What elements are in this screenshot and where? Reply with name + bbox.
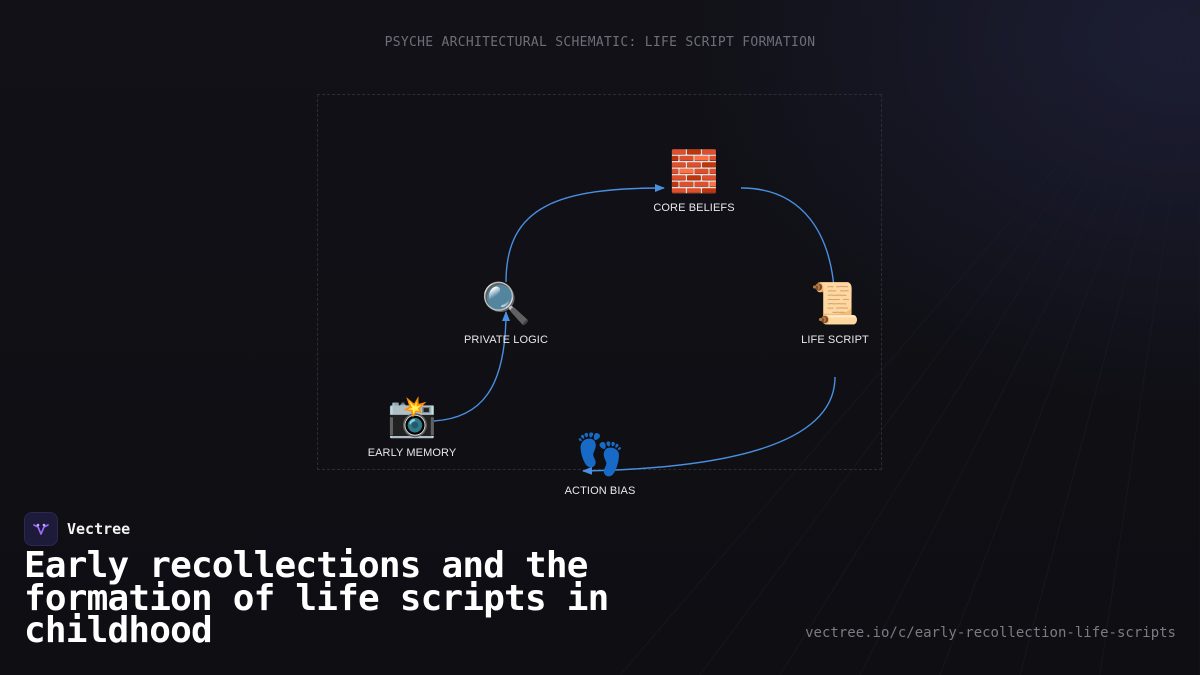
node-label: LIFE SCRIPT: [801, 334, 869, 346]
page-url[interactable]: vectree.io/c/early-recollection-life-scr…: [805, 625, 1176, 641]
node-label: EARLY MEMORY: [367, 447, 457, 459]
magnifying-glass-icon: 🔍: [481, 281, 531, 327]
brand-name: Vectree: [67, 520, 131, 538]
footprints-icon: 👣: [575, 432, 625, 478]
edge-core-beliefs-to-life-script: [740, 187, 839, 311]
node-life-script: 📜 LIFE SCRIPT: [765, 280, 905, 346]
node-core-beliefs: 🧱 CORE BELIEFS: [624, 148, 764, 214]
node-early-memory: 📸 EARLY MEMORY: [342, 393, 482, 459]
diagram-frame: [317, 94, 882, 470]
node-label: PRIVATE LOGIC: [463, 334, 549, 346]
node-private-logic: 🔍 PRIVATE LOGIC: [436, 280, 576, 346]
headline: Early recollections and the formation of…: [24, 545, 609, 651]
node-label: CORE BELIEFS: [653, 202, 735, 214]
camera-with-flash-icon: 📸: [387, 394, 437, 440]
brick-wall-icon: 🧱: [669, 149, 719, 195]
schematic-title: PSYCHE ARCHITECTURAL SCHEMATIC: LIFE SCR…: [384, 35, 816, 50]
scroll-icon: 📜: [810, 281, 860, 327]
brand[interactable]: Vectree: [24, 512, 130, 546]
edge-early-memory-to-private-logic: [433, 311, 510, 422]
edge-private-logic-to-core-beliefs: [505, 184, 665, 283]
node-label: ACTION BIAS: [564, 485, 636, 497]
edge-life-script-to-action-bias: [582, 376, 836, 475]
node-action-bias: 👣 ACTION BIAS: [530, 431, 670, 497]
vectree-logo-icon: [24, 512, 58, 546]
